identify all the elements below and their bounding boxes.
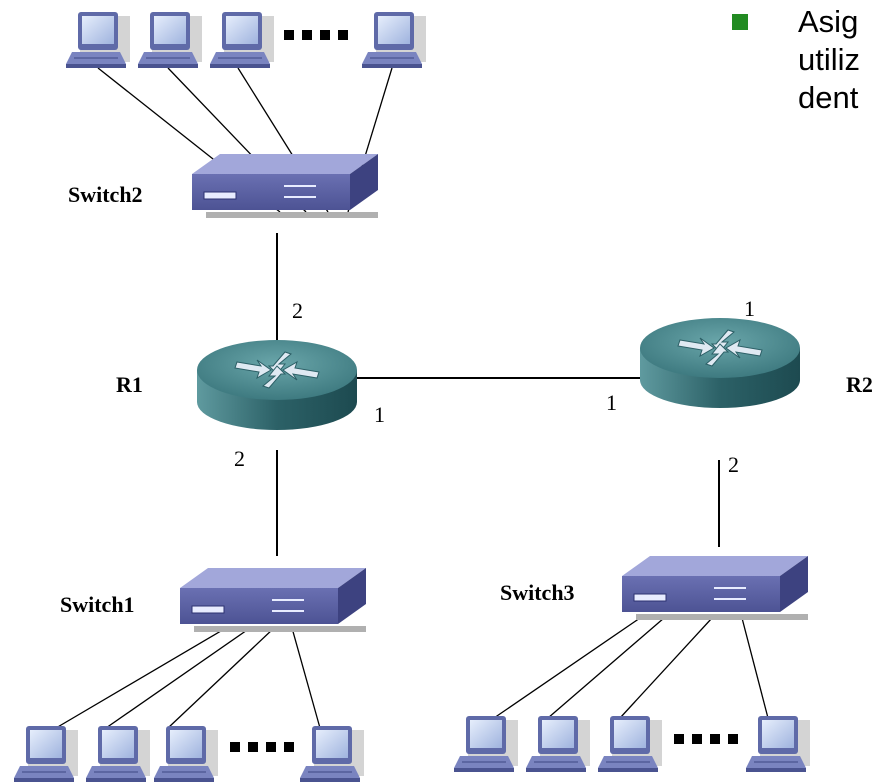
bullet-point: Asig utiliz dent bbox=[732, 4, 860, 115]
bullet-line-1: Asig bbox=[798, 4, 858, 39]
pc-group-bottom-right bbox=[453, 715, 811, 773]
pc-icon bbox=[85, 725, 151, 783]
r1-port-top: 2 bbox=[292, 298, 303, 323]
link-switch3-pc-4 bbox=[741, 617, 769, 719]
r2-port-left: 1 bbox=[606, 390, 617, 415]
pc-icon bbox=[525, 715, 591, 773]
link-switch1-pc-1 bbox=[55, 627, 227, 729]
link-switch3-pc-2 bbox=[547, 617, 665, 719]
link-switch1-pc-2 bbox=[105, 627, 251, 729]
pc-icon bbox=[13, 725, 79, 783]
r1-label: R1 bbox=[116, 372, 143, 397]
switch1-label: Switch1 bbox=[60, 592, 135, 617]
r1-port-bottom: 2 bbox=[234, 446, 245, 471]
link-switch1-pc-4 bbox=[291, 627, 321, 729]
pc-icon bbox=[137, 11, 203, 69]
pc-icon bbox=[65, 11, 131, 69]
pc-icon bbox=[209, 11, 275, 69]
bullet-line-2: utiliz bbox=[798, 42, 860, 77]
pc-icon bbox=[597, 715, 663, 773]
pc-group-bottom-left bbox=[13, 725, 365, 783]
pc-icon bbox=[153, 725, 219, 783]
router-r2-icon bbox=[639, 317, 801, 409]
switch3-label: Switch3 bbox=[500, 580, 575, 605]
link-switch3-pc-3 bbox=[619, 617, 713, 719]
pc-icon bbox=[299, 725, 365, 783]
link-switch3-pc-1 bbox=[493, 617, 641, 719]
ellipsis-dots bbox=[284, 30, 348, 40]
r2-port-bottom: 2 bbox=[728, 452, 739, 477]
r2-label: R2 bbox=[846, 372, 873, 397]
link-switch1-pc-3 bbox=[167, 627, 275, 729]
bullet-line-3: dent bbox=[798, 80, 859, 115]
switch1-icon bbox=[179, 567, 367, 633]
pc-icon bbox=[361, 11, 427, 69]
switch2-label: Switch2 bbox=[68, 182, 143, 207]
ellipsis-dots bbox=[230, 742, 294, 752]
pc-group-top bbox=[65, 11, 427, 69]
pc-icon bbox=[745, 715, 811, 773]
ellipsis-dots bbox=[674, 734, 738, 744]
switch2-icon bbox=[191, 153, 379, 219]
pc-icon bbox=[453, 715, 519, 773]
router-r1-icon bbox=[196, 339, 358, 431]
connections bbox=[55, 67, 769, 729]
r2-port-top: 1 bbox=[744, 296, 755, 321]
r1-port-right: 1 bbox=[374, 402, 385, 427]
switch3-icon bbox=[621, 555, 809, 621]
bullet-square-icon bbox=[732, 14, 748, 30]
